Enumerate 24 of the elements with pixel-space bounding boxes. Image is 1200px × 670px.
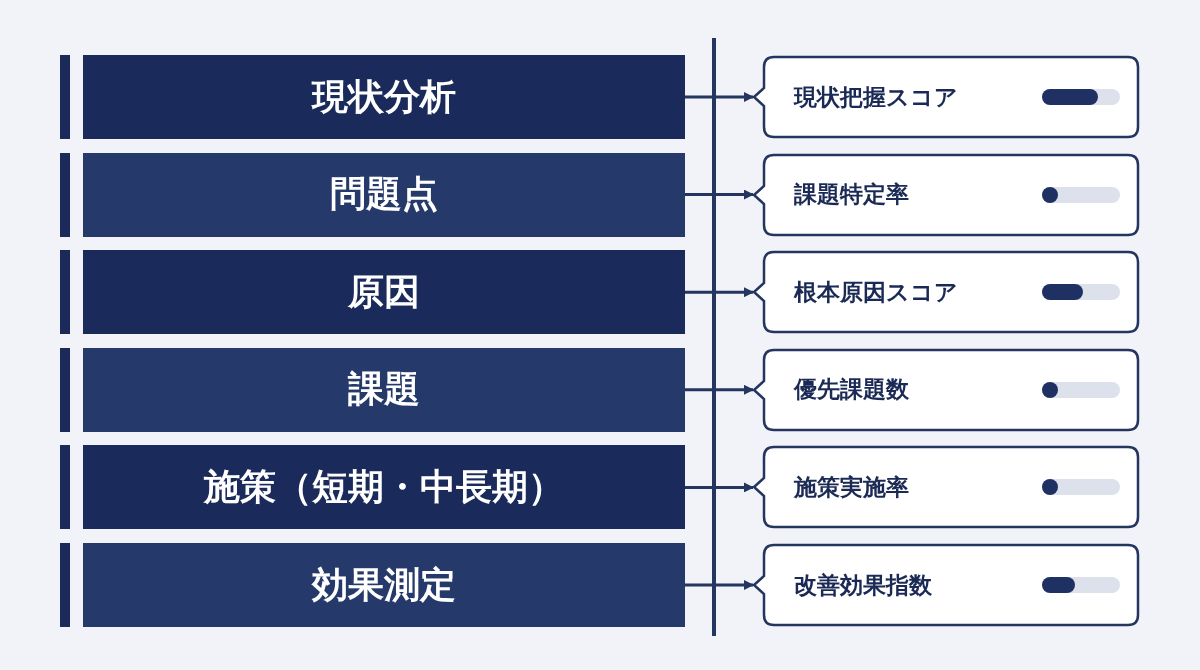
section-bar: 原因: [83, 250, 685, 335]
callout-box: [752, 55, 1140, 139]
metric-label: 課題特定率: [794, 180, 909, 210]
section-bar: 効果測定: [83, 543, 685, 627]
callout-box: [752, 250, 1140, 335]
callout-box: [752, 347, 1140, 432]
metric-label: 改善効果指数: [794, 570, 932, 600]
arrow: [685, 482, 754, 493]
arrow: [685, 92, 754, 102]
metric-label: 根本原因スコア: [794, 277, 958, 307]
callout-box: [752, 152, 1140, 237]
callout-box: [752, 543, 1140, 627]
arrow: [685, 580, 754, 590]
section-bar: 施策（短期・中長期）: [83, 445, 685, 530]
section-bar: 課題: [83, 347, 685, 432]
arrow: [685, 287, 754, 298]
metric-label: 優先課題数: [794, 375, 909, 405]
metric-label: 現状把握スコア: [794, 82, 958, 112]
section-bar: 問題点: [83, 152, 685, 237]
section-bar: 現状分析: [83, 55, 685, 139]
arrow: [685, 189, 754, 200]
callout-box: [752, 445, 1140, 530]
arrow: [685, 384, 754, 395]
metric-label: 施策実施率: [794, 472, 909, 502]
